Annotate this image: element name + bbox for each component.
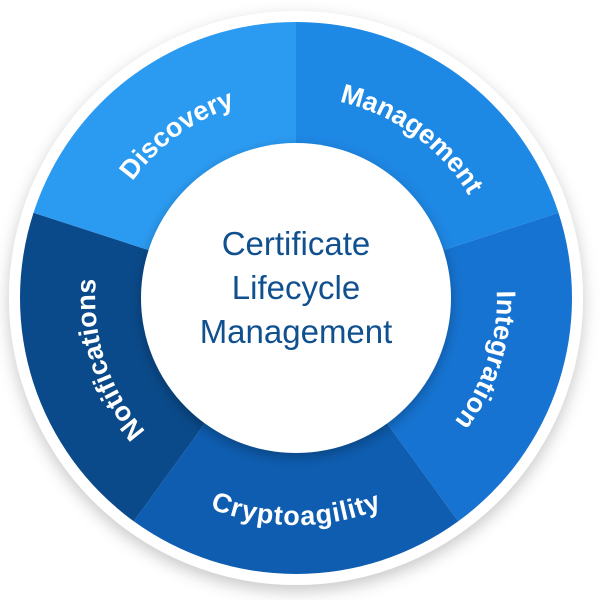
- segment-discovery: [33, 22, 297, 252]
- center-title-line-3: Management: [200, 313, 393, 350]
- center-title-line-1: Certificate: [222, 225, 371, 262]
- segment-integration: [384, 212, 572, 522]
- segment-group: [19, 22, 572, 574]
- segment-notifications: [19, 212, 208, 522]
- segment-cryptoagility: [133, 419, 459, 574]
- segment-management: [296, 22, 559, 252]
- center-title-line-2: Lifecycle: [232, 269, 360, 306]
- center-circle: [141, 143, 451, 453]
